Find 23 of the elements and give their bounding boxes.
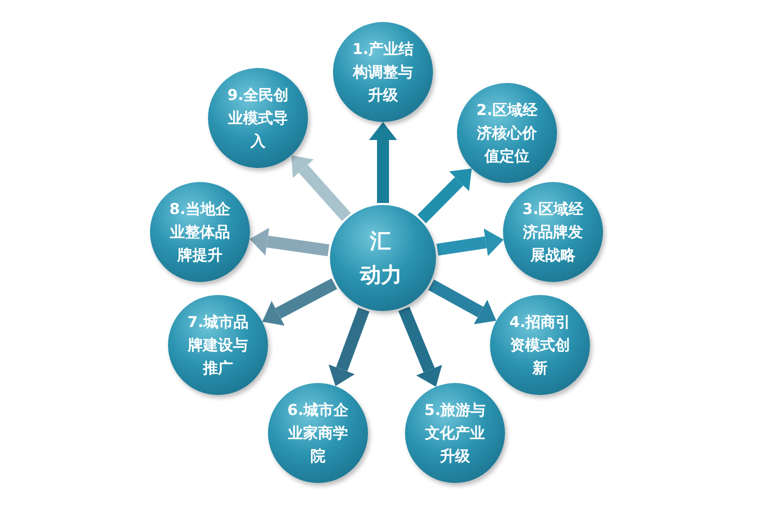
topic-label: 3.区域经济品牌发展战略 (521, 198, 585, 266)
topic-label: 5.旅游与文化产业升级 (423, 400, 487, 466)
center-circle (330, 205, 436, 311)
topic-label: 6.城市企业家商学院 (286, 400, 350, 466)
arrow (249, 228, 330, 256)
arrow (291, 155, 351, 221)
center-label: 汇动力 (360, 228, 403, 289)
topic-label: 7.城市品牌建设与推广 (186, 312, 250, 378)
topic-label: 1.产业结构调整与升级 (351, 38, 415, 106)
topic-circle (490, 295, 590, 395)
topic-circle (503, 182, 603, 282)
arrow (428, 279, 496, 324)
topic-label: 9.全民创业模式导入 (226, 84, 290, 152)
topic-circle (405, 383, 505, 483)
arrow (417, 168, 472, 224)
arrow (262, 278, 338, 326)
arrow (369, 122, 397, 203)
arrow (436, 228, 504, 256)
topic-label: 4.招商引资模式创新 (508, 312, 572, 378)
topic-label: 2.区域经济核心价值定位 (475, 100, 539, 166)
arrow (328, 308, 370, 386)
topic-circle (457, 83, 557, 183)
topic-label: 8.当地企业整体品牌提升 (168, 198, 232, 266)
